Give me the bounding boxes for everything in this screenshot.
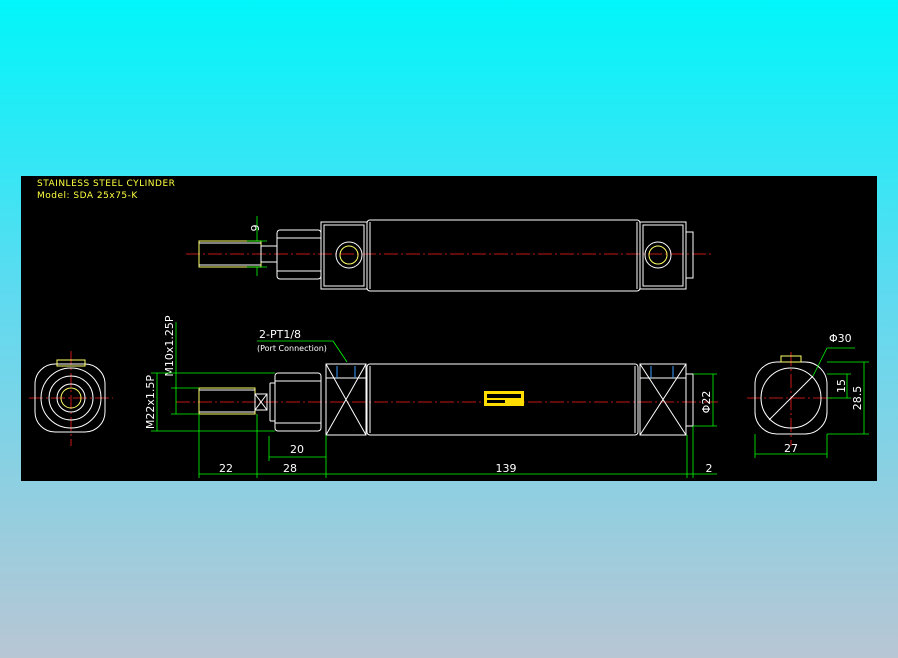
top-port-hole-rear <box>648 245 668 265</box>
dim-28-5: 28.5 <box>851 386 864 411</box>
dim-m22: M22x1.5P <box>144 375 157 429</box>
left-dimensions: M10x1.25P M22x1.5P <box>144 315 275 432</box>
top-front-cap <box>320 221 368 290</box>
left-end-rod <box>60 387 82 409</box>
dim-dia22: Φ22 <box>700 391 713 414</box>
front-view <box>176 363 721 436</box>
dim-139: 139 <box>496 462 517 475</box>
drawing-canvas: STAINLESS STEEL CYLINDER Model: SDA 25x7… <box>29 179 869 478</box>
top-view: 9 <box>186 216 711 292</box>
front-barrel <box>366 363 639 436</box>
title-line-1: STAINLESS STEEL CYLINDER <box>37 179 175 189</box>
dim-20: 20 <box>290 443 304 456</box>
dim-dia30: Φ30 <box>829 332 852 345</box>
left-end-view <box>29 351 113 446</box>
cad-drawing: STAINLESS STEEL CYLINDER Model: SDA 25x7… <box>21 176 877 481</box>
dim-27: 27 <box>784 442 798 455</box>
top-rod-nut <box>276 229 322 280</box>
nameplate-label <box>484 391 524 406</box>
dim-2: 2 <box>706 462 713 475</box>
dim-15: 15 <box>835 379 848 393</box>
dim-m10: M10x1.25P <box>163 315 176 376</box>
right-end-view: Φ30 15 28.5 27 <box>747 332 869 458</box>
port-label: 2-PT1/8 <box>259 328 301 341</box>
front-rod-nut <box>274 372 322 432</box>
dim-rod-9: 9 <box>249 225 262 232</box>
top-barrel <box>366 219 641 292</box>
front-piston-rod <box>198 387 256 415</box>
bottom-dimensions: 20 22 28 139 2 <box>198 414 717 478</box>
dim-22: 22 <box>219 462 233 475</box>
title-line-2: Model: SDA 25x75-K <box>37 191 138 201</box>
top-port-hole-front <box>339 245 359 265</box>
dim-28: 28 <box>283 462 297 475</box>
top-rear-cap <box>639 221 687 290</box>
left-end-body <box>34 363 106 433</box>
port-sublabel: (Port Connection) <box>257 344 327 353</box>
front-cap <box>325 363 367 436</box>
port-connection-callout: 2-PT1/8 (Port Connection) <box>257 328 348 363</box>
dim-dia22-group: Φ22 <box>693 373 717 427</box>
